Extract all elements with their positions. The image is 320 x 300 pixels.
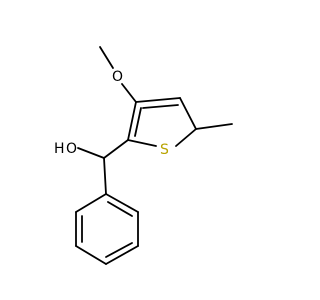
hydroxyl-oxygen-label: O	[66, 141, 77, 157]
structure-canvas: O O H S	[54, 46, 233, 265]
bond-c5-methyl	[195, 123, 233, 130]
bond-c3-c4	[135, 97, 181, 103]
sulfur-label: S	[160, 142, 169, 158]
bond-ph-c6-c1	[75, 193, 107, 213]
bond-c3-c4-inner	[142, 104, 179, 109]
bond-c2-carbinol	[103, 139, 129, 159]
bond-ph-c3-c4	[105, 245, 139, 265]
bond-c5-s	[175, 128, 197, 147]
bond-ph-inner-2	[105, 242, 133, 258]
molecule-structure: O O H S	[54, 46, 233, 265]
bond-ph-c1-c2	[105, 193, 139, 213]
bond-methyl-oxygen	[99, 46, 114, 69]
hydroxyl-hydrogen-label: H	[54, 141, 65, 157]
bond-c2-c3	[127, 101, 137, 141]
bond-carbinol-oh	[77, 147, 105, 159]
bond-oxygen-c3	[121, 83, 137, 103]
bond-ph-c4-c5	[75, 245, 107, 265]
bond-carbinol-phenyl	[103, 157, 107, 195]
methoxy-oxygen-label: O	[112, 69, 123, 85]
bond-ph-inner-1	[107, 201, 133, 217]
bond-c4-c5	[179, 97, 197, 130]
bond-c2-c3-inner	[134, 107, 142, 137]
bond-s-c2	[127, 139, 157, 147]
